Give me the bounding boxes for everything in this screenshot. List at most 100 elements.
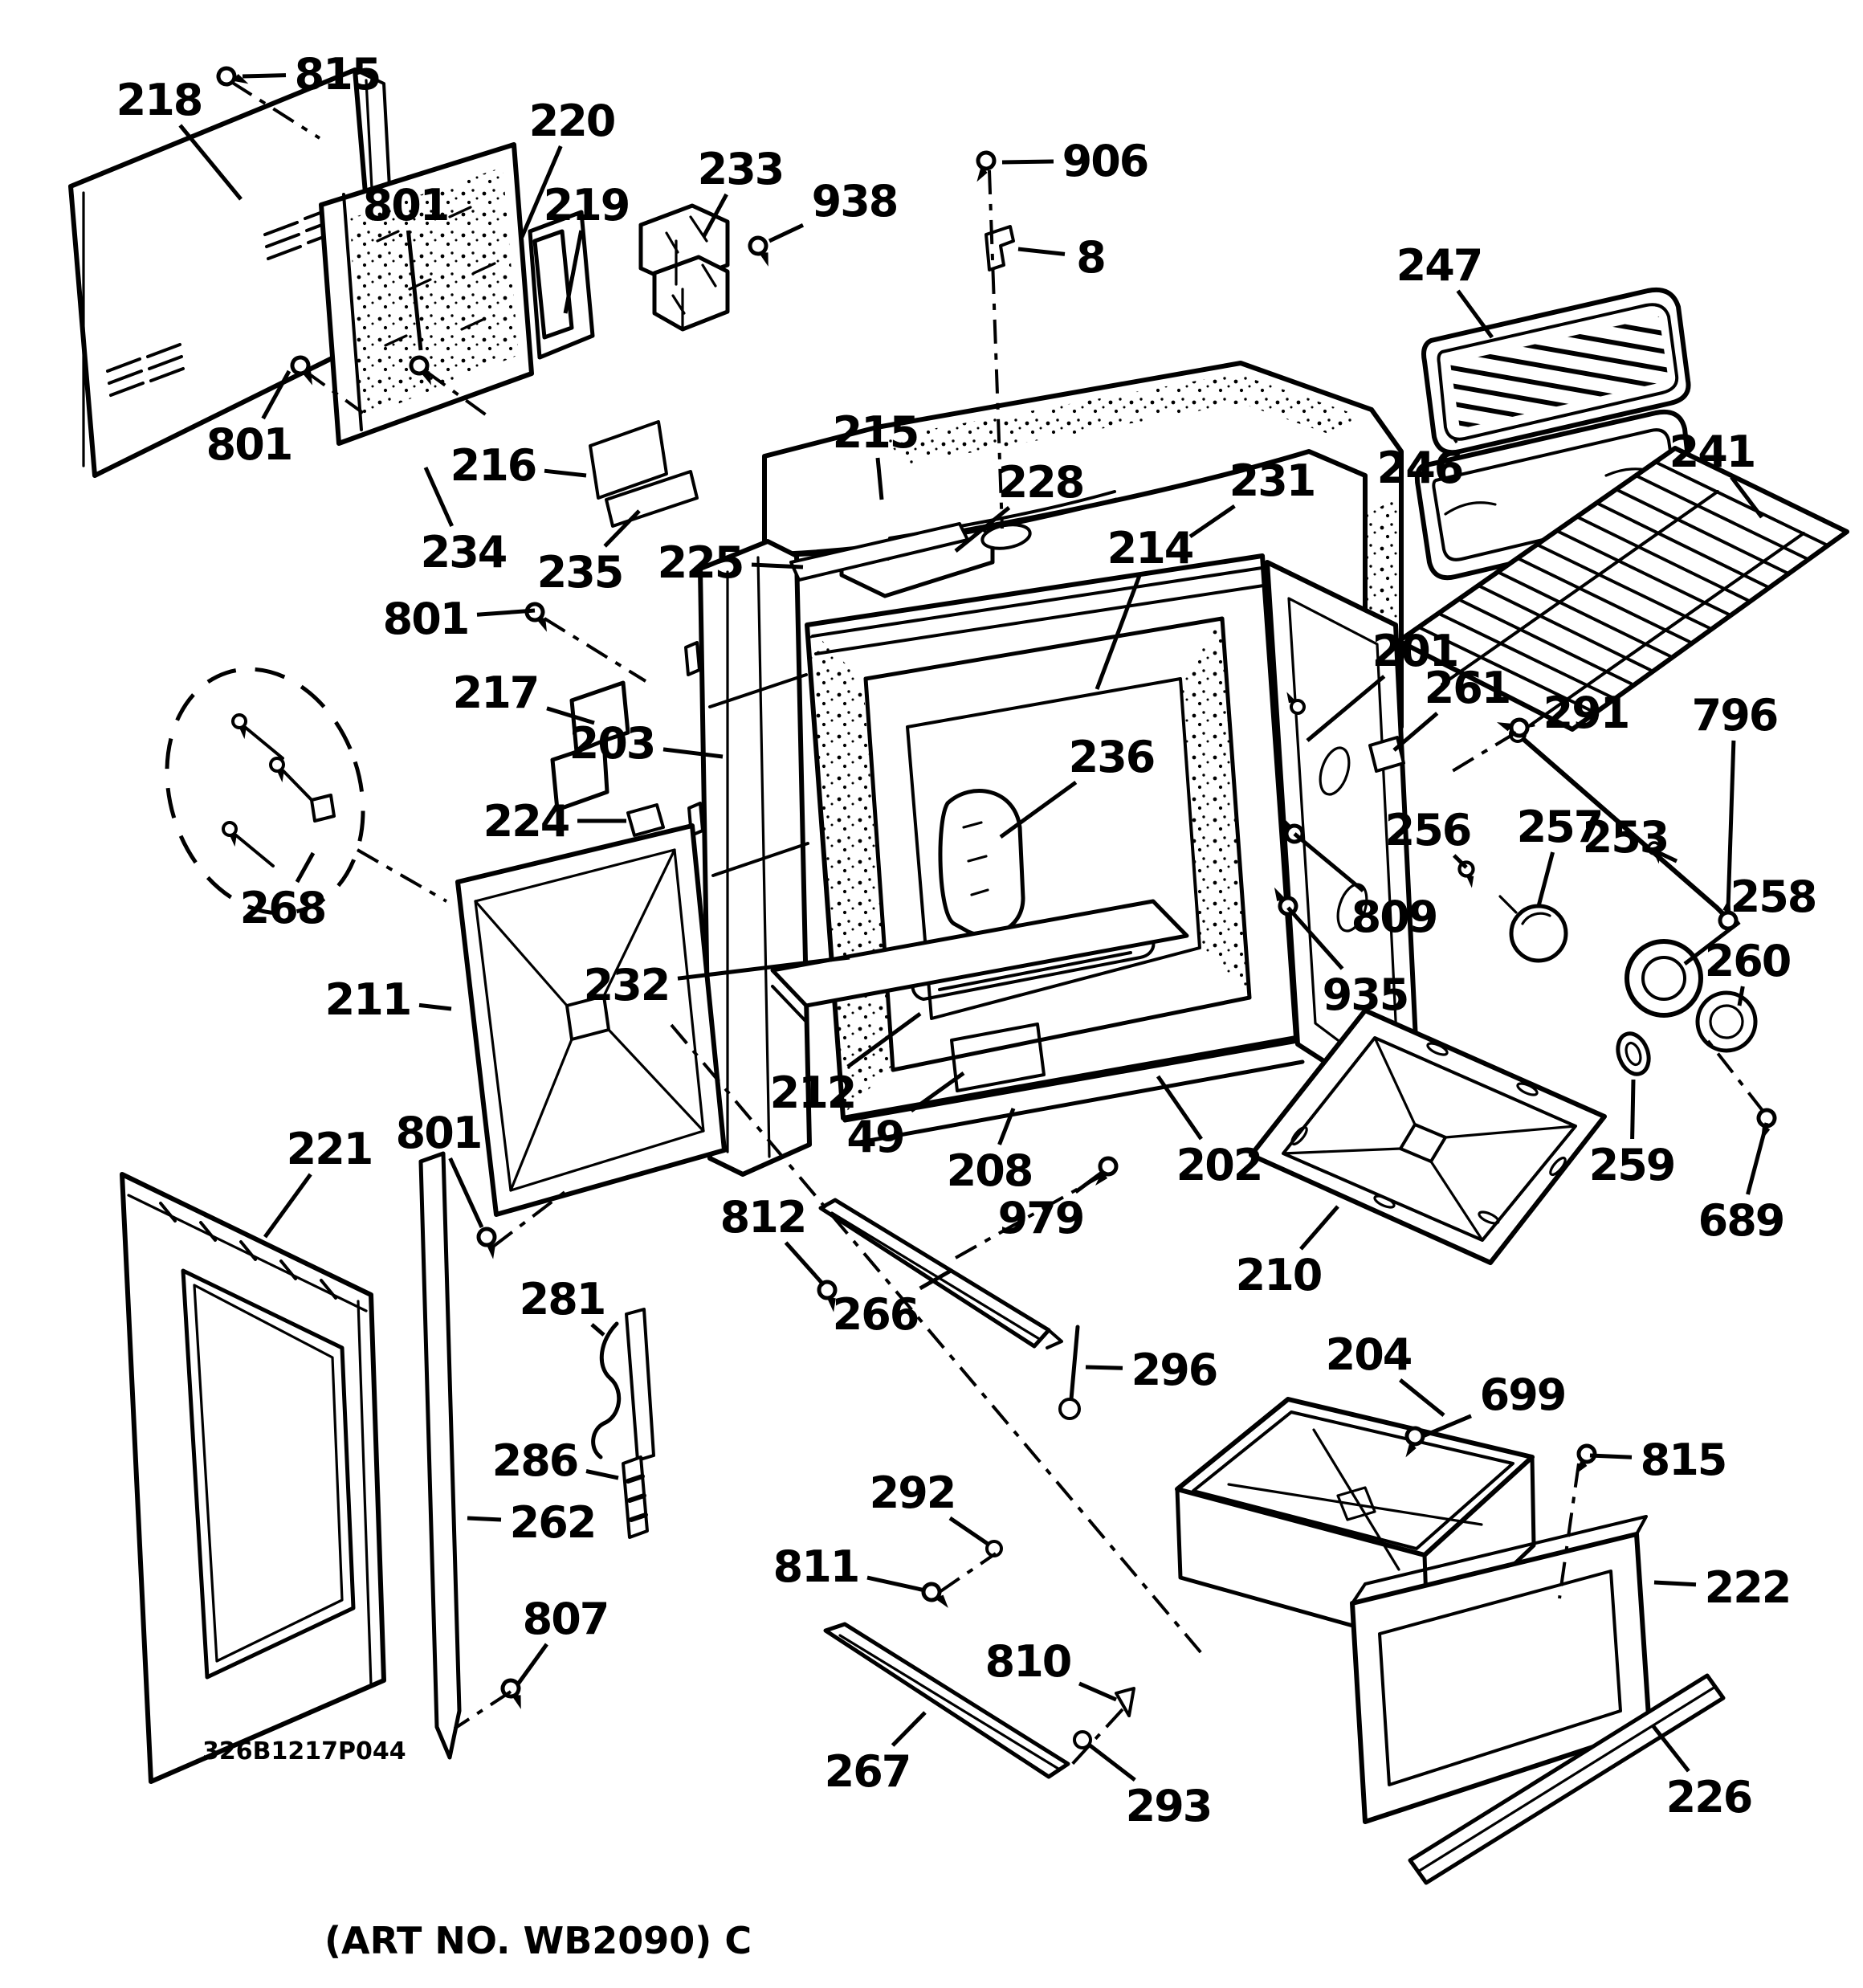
- insulation-panel-220-234-drawing: [319, 142, 534, 446]
- leader-line: [1653, 1580, 1697, 1587]
- leader-line: [1746, 1122, 1769, 1195]
- leader-line: [1651, 1724, 1690, 1773]
- pad-49-drawing: [950, 1023, 1046, 1092]
- bracket-235-drawing: [605, 470, 699, 528]
- part-callout-281-56: 281: [520, 1274, 606, 1337]
- part-callout-216-16: 216: [450, 440, 587, 491]
- part-number-label: 259: [1589, 1140, 1675, 1190]
- part-number-label: 231: [1229, 455, 1315, 506]
- part-number-label: 233: [698, 144, 784, 194]
- part-number-label: 810: [985, 1636, 1071, 1687]
- part-number-label: 801: [383, 594, 469, 644]
- leader-line: [1453, 438, 1458, 444]
- leader-line: [1095, 573, 1143, 690]
- part-number-label: 256: [1385, 805, 1471, 855]
- part-callout-291-31: 291: [1530, 688, 1630, 738]
- part-callout-217-21: 217: [453, 667, 595, 725]
- leader-line: [563, 230, 584, 314]
- part-callout-212-40: 212: [770, 1011, 922, 1118]
- part-callout-293-63: 293: [1087, 1743, 1213, 1831]
- part-callout-208-42: 208: [947, 1108, 1033, 1196]
- leader-line: [263, 1173, 312, 1239]
- part-callout-259-49: 259: [1589, 1079, 1676, 1190]
- part-number-label: 219: [544, 180, 630, 231]
- leader-line: [515, 1643, 548, 1687]
- part-callout-220-2: 220: [520, 96, 616, 238]
- part-number-label: 217: [453, 667, 539, 718]
- part-number-label: 291: [1543, 688, 1629, 738]
- leader-line: [954, 506, 1011, 553]
- part-number-label: 235: [537, 547, 623, 598]
- part-callout-689-50: 689: [1698, 1122, 1785, 1246]
- drawer-204-drawing: [1175, 1397, 1536, 1649]
- leader-line: [910, 1071, 965, 1113]
- part-callout-935-39: 935: [1286, 906, 1409, 1020]
- part-callout-262-58: 262: [467, 1497, 597, 1548]
- part-callout-233-5: 233: [698, 144, 785, 239]
- leader-line: [948, 1516, 989, 1546]
- part-callout-202-43: 202: [1156, 1075, 1263, 1190]
- part-number-label: 796: [1692, 690, 1778, 741]
- oven-cavity-drawing: [805, 553, 1305, 1146]
- part-callout-211-26: 211: [325, 974, 452, 1025]
- drawing-number: 326B1217P044: [202, 1737, 406, 1766]
- part-callout-214-27: 214: [1095, 523, 1195, 690]
- leader-line: [1299, 1205, 1339, 1251]
- part-number-label: 935: [1323, 970, 1408, 1020]
- part-number-label: 801: [206, 419, 292, 470]
- part-callout-236-28: 236: [999, 732, 1156, 839]
- leader-line: [662, 747, 724, 759]
- leader-line: [544, 468, 587, 478]
- part-number-label: 699: [1480, 1370, 1566, 1420]
- part-number-label: 8: [1076, 232, 1105, 283]
- part-callout-801-55: 801: [396, 1108, 484, 1229]
- part-callout-231-11: 231: [1188, 455, 1316, 539]
- shelf-212-drawing: [770, 899, 1189, 1092]
- part-number-label: 49: [846, 1112, 903, 1162]
- leader-line: [891, 1711, 927, 1747]
- part-number-label: 247: [1396, 240, 1482, 291]
- leader-line: [1399, 1378, 1445, 1417]
- part-number-label: 216: [450, 440, 536, 491]
- part-callout-221-54: 221: [263, 1124, 373, 1239]
- leader-line: [1589, 1453, 1633, 1459]
- leader-line: [1726, 740, 1736, 910]
- part-callout-256-33: 256: [1385, 805, 1472, 869]
- part-number-label: 811: [773, 1541, 859, 1592]
- part-callout-267-62: 267: [825, 1711, 927, 1797]
- leader-line: [1156, 1075, 1203, 1141]
- leader-line: [585, 1469, 619, 1480]
- part-callout-247-12: 247: [1396, 240, 1494, 339]
- leader-line: [919, 1268, 952, 1291]
- part-number-label: 224: [483, 796, 569, 847]
- part-callout-801-15: 801: [206, 369, 293, 470]
- trim-262-drawing: [418, 1151, 462, 1760]
- part-number-label: 267: [825, 1746, 911, 1797]
- leader-line: [406, 230, 423, 351]
- part-callout-268-24: 268: [240, 851, 327, 933]
- part-number-label: 226: [1666, 1772, 1752, 1823]
- leader-line: [261, 369, 291, 420]
- part-number-label: 689: [1698, 1195, 1784, 1246]
- bracket-217-drawing: [550, 680, 630, 812]
- part-number-label: 266: [833, 1289, 919, 1340]
- bracket-216-drawing: [589, 420, 668, 500]
- part-callout-796-32: 796: [1692, 690, 1779, 910]
- part-callout-815-53: 815: [1589, 1435, 1727, 1485]
- ring-258-drawing: [1625, 939, 1703, 1018]
- wire-281-drawing: [591, 1308, 655, 1462]
- part-number-label: 215: [833, 407, 919, 458]
- leader-line: [1074, 1170, 1103, 1194]
- part-callout-49-41: 49: [846, 1071, 965, 1162]
- part-callout-906-7: 906: [1001, 136, 1149, 186]
- part-number-label: 938: [812, 176, 898, 227]
- leader-line: [418, 1002, 452, 1011]
- footer-art-no: (ART NO. WB2090) C: [324, 1919, 752, 1962]
- leader-line: [603, 509, 641, 548]
- leader-line: [448, 1157, 484, 1229]
- leader-line: [1456, 289, 1494, 339]
- part-callout-253-35: 253: [1583, 812, 1678, 863]
- part-number-label: 296: [1131, 1345, 1217, 1395]
- leader-line: [423, 466, 454, 528]
